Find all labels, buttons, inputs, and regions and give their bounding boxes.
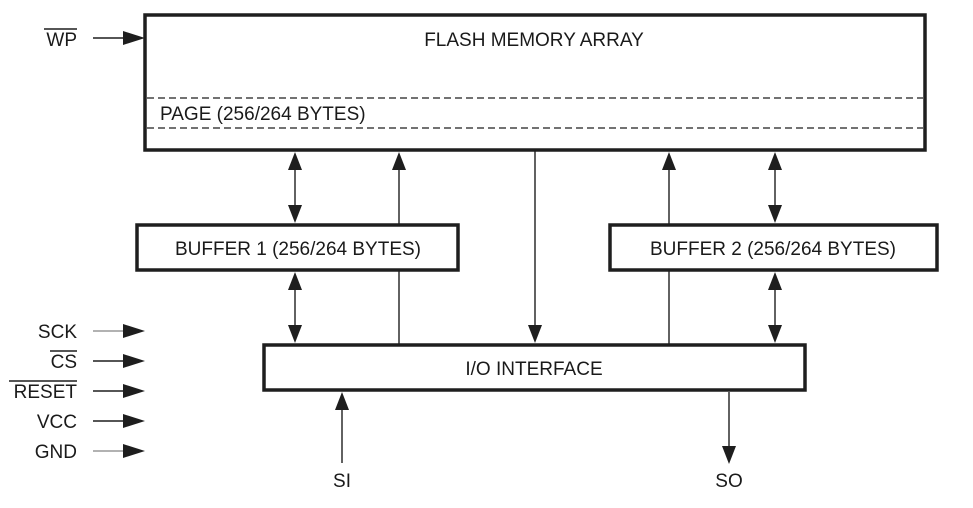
buffer-1-box bbox=[135, 223, 460, 272]
reset-pin: RESET bbox=[9, 380, 145, 403]
arrow-head-right bbox=[123, 384, 145, 398]
buffer2-io-bidirectional-arrow bbox=[768, 272, 782, 343]
arrow-head-down bbox=[288, 325, 302, 343]
io-to-array-left-arrow bbox=[392, 152, 406, 345]
so-label: SO bbox=[715, 471, 742, 492]
buffer-2: BUFFER 2 (256/264 BYTES) bbox=[608, 223, 939, 272]
arrow-head-right bbox=[123, 414, 145, 428]
vcc-pin: VCC bbox=[37, 412, 145, 433]
arrow-head-down bbox=[288, 205, 302, 223]
array-to-io-center-arrow bbox=[528, 150, 542, 343]
arrow-head-down bbox=[768, 205, 782, 223]
arrow-head-down bbox=[768, 325, 782, 343]
reset-label: RESET bbox=[14, 382, 78, 403]
flash-memory-array: FLASH MEMORY ARRAY PAGE (256/264 BYTES) bbox=[143, 13, 927, 152]
arrow-head-right bbox=[123, 354, 145, 368]
arrow-head-up bbox=[768, 152, 782, 170]
so-pin: SO bbox=[715, 392, 743, 492]
io-interface-box bbox=[262, 343, 807, 392]
arrow-head-up bbox=[662, 152, 676, 170]
arrow-head-right bbox=[123, 31, 145, 45]
array-buffer2-bidirectional-arrow bbox=[768, 152, 782, 223]
gnd-pin: GND bbox=[35, 442, 145, 463]
buffer-2-label: BUFFER 2 (256/264 BYTES) bbox=[650, 239, 896, 260]
arrow-head-up bbox=[335, 392, 349, 410]
buffer-2-box bbox=[608, 223, 939, 272]
cs-pin: CS bbox=[50, 350, 145, 373]
arrow-head-up bbox=[288, 272, 302, 290]
arrow-head-up bbox=[392, 152, 406, 170]
buffer1-io-bidirectional-arrow bbox=[288, 272, 302, 343]
io-interface-label: I/O INTERFACE bbox=[465, 359, 602, 380]
array-buffer1-bidirectional-arrow bbox=[288, 152, 302, 223]
flash-array-title: FLASH MEMORY ARRAY bbox=[424, 30, 644, 51]
wp-pin: WP bbox=[44, 28, 145, 51]
si-pin: SI bbox=[333, 392, 351, 492]
gnd-label: GND bbox=[35, 442, 77, 463]
arrow-head-right bbox=[123, 324, 145, 338]
page-label: PAGE (256/264 BYTES) bbox=[160, 104, 366, 125]
buffer-1-label: BUFFER 1 (256/264 BYTES) bbox=[175, 239, 421, 260]
io-to-array-right-arrow bbox=[662, 152, 676, 345]
si-label: SI bbox=[333, 471, 351, 492]
vcc-label: VCC bbox=[37, 412, 77, 433]
sck-label: SCK bbox=[38, 322, 77, 343]
arrow-head-up bbox=[288, 152, 302, 170]
arrow-head-down bbox=[528, 325, 542, 343]
buffer-1: BUFFER 1 (256/264 BYTES) bbox=[135, 223, 460, 272]
cs-label: CS bbox=[51, 352, 77, 373]
arrow-head-up bbox=[768, 272, 782, 290]
io-interface: I/O INTERFACE bbox=[262, 343, 807, 392]
sck-pin: SCK bbox=[38, 322, 145, 343]
arrow-head-right bbox=[123, 444, 145, 458]
arrow-head-down bbox=[722, 446, 736, 464]
wp-label: WP bbox=[46, 30, 77, 51]
